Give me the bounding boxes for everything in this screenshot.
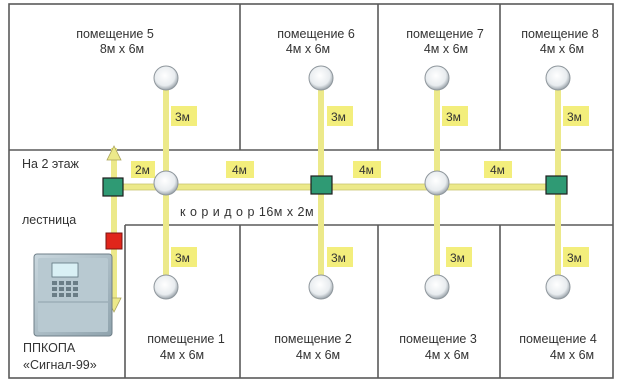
detectors xyxy=(153,65,571,300)
room-8-size: 4м x 6м xyxy=(540,42,584,56)
panel-model: «Сигнал-99» xyxy=(23,358,97,372)
smoke-detector-icon xyxy=(424,65,450,91)
room-1-size: 4м x 6м xyxy=(160,348,204,362)
manual-call-point-icon xyxy=(105,232,123,250)
room-3-size: 4м x 6м xyxy=(425,348,469,362)
distance-branch-8: 3м xyxy=(567,110,582,124)
room-3-name: помещение 3 xyxy=(399,332,477,346)
walls xyxy=(8,3,614,379)
junction-boxes xyxy=(102,175,568,197)
distance-seg-3: 4м xyxy=(490,163,505,177)
distance-left: 2м xyxy=(135,163,150,177)
distance-branch-5: 3м xyxy=(175,110,190,124)
control-panel-device xyxy=(33,253,113,337)
stairs-label: лестница xyxy=(22,213,76,227)
distance-branch-6: 3м xyxy=(331,110,346,124)
room-4-size: 4м x 6м xyxy=(550,348,594,362)
panel-display xyxy=(51,262,79,278)
junction-box-icon xyxy=(545,175,568,195)
distance-branch-1: 3м xyxy=(175,251,190,265)
room-2-size: 4м x 6м xyxy=(296,348,340,362)
smoke-detector-icon xyxy=(424,170,450,196)
distance-branch-7: 3м xyxy=(446,110,461,124)
corridor-label: к о р и д о р 16м x 2м xyxy=(180,205,314,219)
room-7-name: помещение 7 xyxy=(406,27,484,41)
panel-label: ППКОПА xyxy=(23,341,76,355)
room-1-name: помещение 1 xyxy=(147,332,225,346)
smoke-detector-icon xyxy=(308,65,334,91)
room-6-name: помещение 6 xyxy=(277,27,355,41)
distance-seg-2: 4м xyxy=(359,163,374,177)
room-6-size: 4м x 6м xyxy=(286,42,330,56)
smoke-detector-icon xyxy=(308,274,334,300)
distance-branch-2: 3м xyxy=(331,251,346,265)
smoke-detector-icon xyxy=(424,274,450,300)
smoke-detector-icon xyxy=(545,274,571,300)
smoke-detector-icon xyxy=(153,170,179,196)
smoke-detector-icon xyxy=(153,274,179,300)
room-5-name: помещение 5 xyxy=(76,27,154,41)
outer-wall xyxy=(8,3,614,379)
smoke-detector-icon xyxy=(545,65,571,91)
room-8-name: помещение 8 xyxy=(521,27,599,41)
smoke-detector-icon xyxy=(153,65,179,91)
distance-labels: 2м 4м 4м 4м 3м 3м 3м 3м 3м 3м 3м 3м xyxy=(131,106,589,267)
junction-box-icon xyxy=(102,177,124,197)
stairs-up-label: На 2 этаж xyxy=(22,157,80,171)
room-5-size: 8м x 6м xyxy=(100,42,144,56)
distance-seg-1: 4м xyxy=(232,163,247,177)
room-4-name: помещение 4 xyxy=(519,332,597,346)
room-2-name: помещение 2 xyxy=(274,332,352,346)
distance-branch-3: 3м xyxy=(450,251,465,265)
room-7-size: 4м x 6м xyxy=(424,42,468,56)
panel-keypad xyxy=(52,281,78,297)
junction-box-icon xyxy=(310,175,333,195)
arrow-up-icon xyxy=(106,145,122,161)
distance-branch-4: 3м xyxy=(567,251,582,265)
